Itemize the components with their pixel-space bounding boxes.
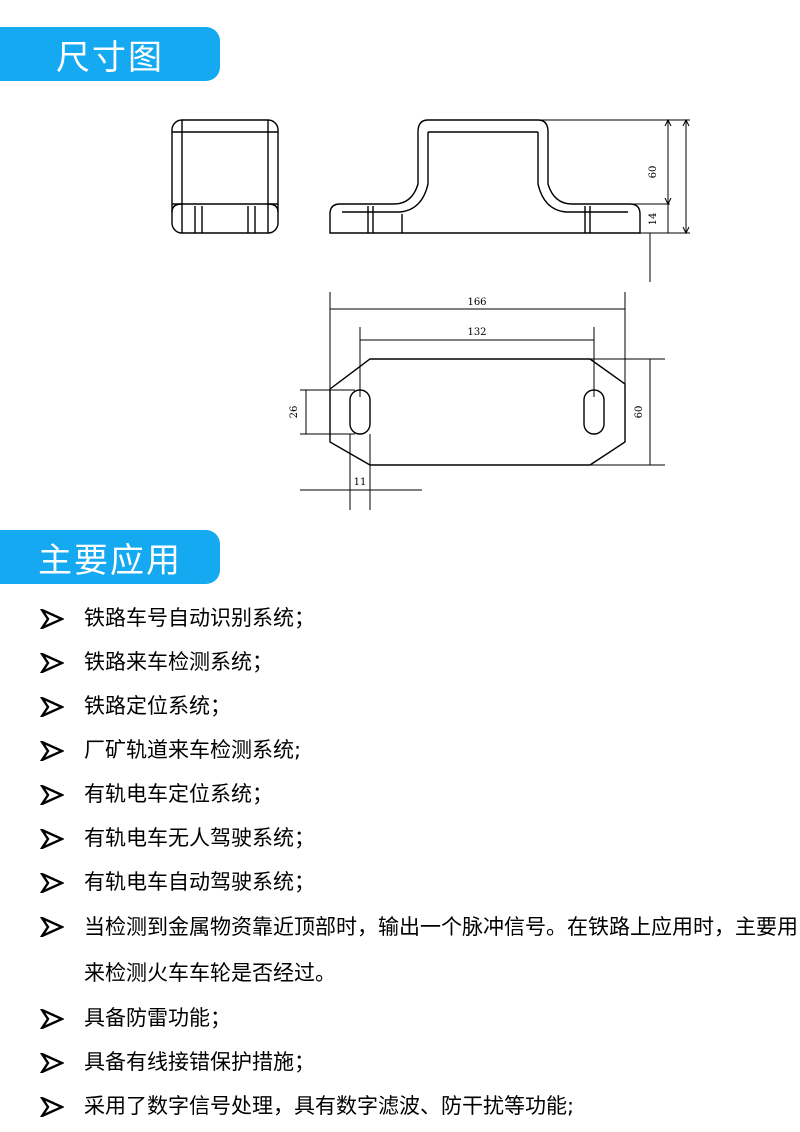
application-text: 具备防雷功能； — [84, 1006, 231, 1030]
application-text: 有轨电车无人驾驶系统； — [84, 826, 315, 850]
application-text: 厂矿轨道来车检测系统; — [84, 738, 302, 762]
list-item: 铁路定位系统； — [40, 684, 800, 728]
application-text: 具备有线接错保护措施； — [84, 1050, 315, 1074]
list-item: 铁路车号自动识别系统； — [40, 596, 800, 640]
application-text: 采用了数字信号处理，具有数字滤波、防干扰等功能; — [84, 1094, 575, 1118]
list-item: 厂矿轨道来车检测系统; — [40, 728, 800, 772]
arrow-bullet-icon — [40, 1009, 64, 1029]
arrow-bullet-icon — [40, 1053, 64, 1073]
arrow-bullet-icon — [40, 1097, 64, 1117]
application-text: 当检测到金属物资靠近顶部时，输出一个脉冲信号。在铁路上应用时，主要用来检测火车车… — [84, 915, 798, 985]
arrow-bullet-icon — [40, 785, 64, 805]
list-item: 采用了数字信号处理，具有数字滤波、防干扰等功能; — [40, 1084, 800, 1128]
dim-slot-length-label: 26 — [289, 406, 300, 419]
arrow-bullet-icon — [40, 829, 64, 849]
arrow-bullet-icon — [40, 741, 64, 761]
list-item: 当检测到金属物资靠近顶部时，输出一个脉冲信号。在铁路上应用时，主要用来检测火车车… — [40, 904, 800, 996]
dimension-drawing: 60 14 166 132 26 60 11 — [171, 118, 690, 510]
arrow-bullet-icon — [40, 609, 64, 629]
arrow-bullet-icon — [40, 697, 64, 717]
list-item: 铁路来车检测系统； — [40, 640, 800, 684]
arrow-bullet-icon — [40, 917, 64, 937]
side-view — [171, 119, 279, 234]
application-text: 有轨电车定位系统； — [84, 782, 273, 806]
arrow-bullet-icon — [40, 873, 64, 893]
list-item: 具备防雷功能； — [40, 996, 800, 1040]
height-dimensions — [540, 118, 690, 282]
arrow-bullet-icon — [40, 653, 64, 673]
dim-slot-width-label: 11 — [354, 477, 367, 488]
list-item: 有轨电车自动驾驶系统； — [40, 860, 800, 904]
section-header-dimensions: 尺寸图 — [0, 27, 220, 81]
section-title-dimensions: 尺寸图 — [56, 37, 164, 78]
top-view — [329, 358, 626, 466]
dim-flange-label: 14 — [648, 213, 659, 226]
application-text: 铁路来车检测系统； — [84, 650, 273, 674]
section-title-applications: 主要应用 — [38, 540, 182, 581]
plan-dimensions — [300, 292, 665, 510]
list-item: 有轨电车无人驾驶系统； — [40, 816, 800, 860]
application-text: 铁路定位系统； — [84, 694, 231, 718]
application-text: 有轨电车自动驾驶系统； — [84, 870, 315, 894]
list-item: 具备有线接错保护措施； — [40, 1040, 800, 1084]
application-text: 铁路车号自动识别系统； — [84, 606, 315, 630]
dim-height-total-label: 60 — [648, 166, 659, 179]
dim-length-total-label: 166 — [467, 297, 486, 308]
section-header-applications: 主要应用 — [0, 530, 220, 584]
list-item: 有轨电车定位系统； — [40, 772, 800, 816]
front-view — [329, 119, 641, 234]
dim-width-label: 60 — [634, 406, 645, 419]
dim-hole-spacing-label: 132 — [467, 327, 486, 338]
applications-list: 铁路车号自动识别系统； 铁路来车检测系统； 铁路定位系统； 厂矿轨道来车检测系统… — [40, 596, 800, 1128]
